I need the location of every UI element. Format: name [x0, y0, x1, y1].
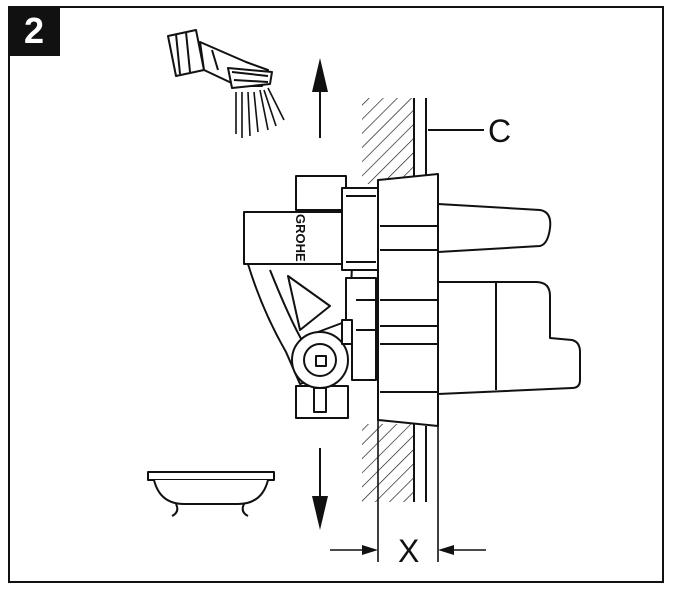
- lower-plaster-guard: [437, 281, 581, 395]
- hand-shower-icon: [167, 29, 285, 138]
- wall-label: C: [488, 113, 511, 149]
- arrow-down-icon: [312, 448, 328, 530]
- arrow-up-icon: [312, 58, 328, 138]
- bathtub-icon: [147, 471, 275, 517]
- depth-label: X: [398, 533, 419, 569]
- depth-dimension: [330, 420, 486, 562]
- front-plate: [377, 173, 439, 427]
- diagram-frame: [8, 6, 664, 583]
- upper-plaster-guard: [437, 203, 552, 253]
- valve-body: [243, 175, 383, 419]
- step-number-badge: 2: [8, 6, 60, 56]
- brand-embossing: GROHE: [293, 214, 308, 262]
- wall-section: [362, 98, 427, 502]
